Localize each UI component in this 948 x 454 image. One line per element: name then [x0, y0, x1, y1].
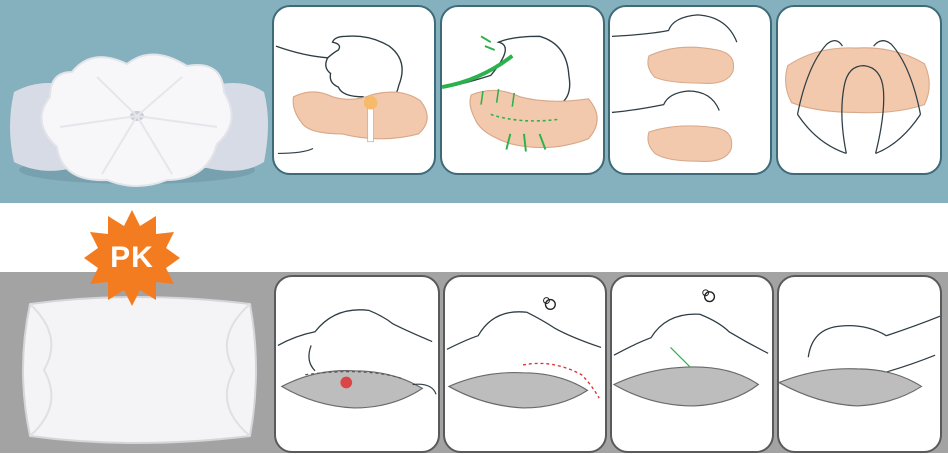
badge-label: PK [110, 241, 154, 274]
pk-badge: PK [82, 208, 182, 308]
neck-strain-card [443, 275, 607, 453]
sleeper-outline-icon [275, 35, 428, 154]
pressure-point-card [274, 275, 440, 453]
contour-pillow-image [2, 52, 272, 192]
head-tilt-card [610, 275, 774, 453]
sleeper-outline-icon [785, 40, 930, 155]
starburst-icon [84, 210, 180, 306]
discomfort-scribble-icon [612, 289, 769, 407]
regular-pillow-image [4, 286, 266, 454]
flat-pillow-icon [22, 296, 257, 444]
contour-pillow-section [0, 0, 948, 203]
sleeper-outline-icon [779, 315, 940, 407]
arms-raised-card [776, 5, 942, 175]
sleeper-outline-icon [277, 309, 437, 409]
contour-pillow-icon [10, 53, 268, 187]
sleeper-outline-icon [611, 14, 738, 162]
side-sleep-card [777, 275, 942, 453]
neck-support-card [272, 5, 436, 175]
airflow-card [440, 5, 605, 175]
sleeper-outline-icon [442, 35, 598, 152]
regular-pillow-section [0, 272, 948, 453]
discomfort-scribble-icon [446, 297, 602, 409]
sleep-positions-card [608, 5, 772, 175]
